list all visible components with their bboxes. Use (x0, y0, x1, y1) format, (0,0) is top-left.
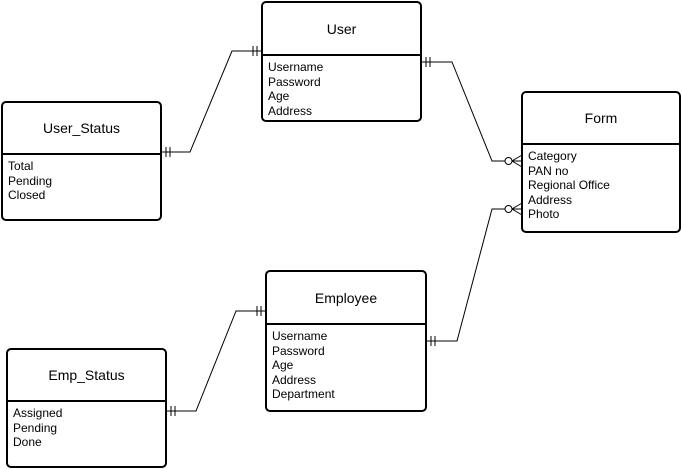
field: Username (268, 60, 324, 74)
entity-form[interactable]: Form Category PAN no Regional Office Add… (521, 91, 681, 233)
field: Done (13, 435, 42, 449)
entity-user[interactable]: User Username Password Age Address (261, 1, 422, 122)
relationship-user-status-to-user (161, 46, 262, 157)
field: Address (268, 103, 313, 118)
connector-line (161, 50, 262, 153)
entity-title: Form (523, 93, 679, 145)
relationship-user-to-form (421, 57, 523, 168)
crow-foot (511, 202, 523, 210)
crow-foot (511, 208, 523, 216)
relationship-emp-status-to-employee (166, 306, 266, 416)
zero-marker (504, 157, 513, 165)
entity-title: Emp_Status (8, 350, 165, 402)
entity-employee[interactable]: Employee Username Password Age Address D… (265, 270, 427, 412)
field: Address (272, 372, 317, 387)
entity-emp-status[interactable]: Emp_Status Assigned Pending Done (6, 348, 167, 468)
field: Pending (8, 173, 53, 188)
entity-fields: Total Pending Closed (8, 159, 52, 203)
entity-fields: Username Password Age Address Department (272, 329, 335, 402)
entity-user-status[interactable]: User_Status Total Pending Closed (1, 101, 162, 221)
field: Closed (8, 188, 46, 202)
relationship-employee-to-form (426, 202, 523, 346)
entity-fields: Assigned Pending Done (13, 406, 62, 450)
entity-fields: Username Password Age Address (268, 60, 323, 118)
entity-title: User_Status (3, 103, 160, 155)
field: Password (268, 74, 321, 89)
field: Total (8, 159, 34, 173)
field: Category (528, 149, 577, 163)
zero-marker (504, 205, 513, 213)
entity-title: Employee (267, 272, 425, 325)
field: Department (272, 387, 335, 401)
field: Password (272, 343, 325, 358)
field: Assigned (13, 406, 63, 420)
entity-title: User (263, 3, 420, 56)
field: Regional Office (528, 178, 610, 192)
field: Username (272, 329, 328, 343)
crow-foot (511, 160, 523, 168)
connector-line (426, 208, 522, 342)
field: Age (272, 358, 294, 372)
field: Address (528, 192, 573, 207)
field: PAN no (528, 163, 569, 178)
field: Age (268, 89, 290, 103)
crow-foot (511, 154, 523, 162)
field: Photo (528, 207, 560, 221)
entity-fields: Category PAN no Regional Office Address … (528, 149, 610, 222)
field: Pending (13, 420, 58, 435)
connector-line (166, 310, 266, 412)
connector-line (421, 61, 522, 162)
